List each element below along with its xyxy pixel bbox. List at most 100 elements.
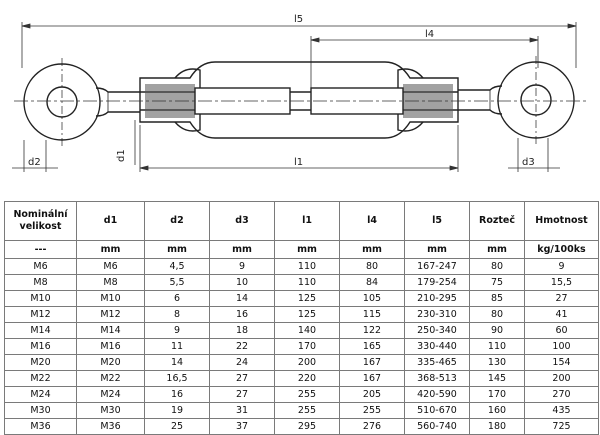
table-cell: 115 [339,306,405,323]
left-eye [23,58,140,146]
table-cell: 210-295 [404,290,470,307]
table-cell: 335-465 [404,354,470,371]
table-cell: 27 [524,290,599,307]
table-cell: M36 [76,418,145,435]
table-cell: M6 [76,258,145,275]
table-cell: 122 [339,322,405,339]
header-cell: l1 [274,201,340,241]
header-cell: d3 [209,201,275,241]
unit-cell: mm [339,240,405,259]
table-cell: 37 [209,418,275,435]
table-cell: 180 [469,418,525,435]
table-cell: 9 [524,258,599,275]
unit-cell: mm [404,240,470,259]
table-cell: M24 [4,386,77,403]
table-cell: 200 [524,370,599,387]
table-cell: 19 [144,402,210,419]
header-cell: l5 [404,201,470,241]
table-cell: 27 [209,370,275,387]
table-cell: M22 [4,370,77,387]
table-cell: 75 [469,274,525,291]
l1-label: l1 [294,157,303,168]
table-cell: M24 [76,386,145,403]
table-cell: 435 [524,402,599,419]
right-eye [458,56,575,144]
table-cell: M14 [4,322,77,339]
table-cell: 167 [339,370,405,387]
table-cell: 100 [524,338,599,355]
l4-dimension [310,36,539,92]
table-cell: 200 [274,354,340,371]
unit-cell: --- [4,240,77,259]
l1-dimension [139,125,459,172]
table-cell: 11 [144,338,210,355]
table-cell: 4,5 [144,258,210,275]
table-cell: 27 [209,386,275,403]
header-cell: Nominální velikost [4,201,77,241]
table-header-row: Nominální velikost d1 d2 d3 l1 l4 l5 Roz… [4,201,599,241]
table-cell: 80 [339,258,405,275]
l5-dimension [21,22,577,68]
table-cell: 5,5 [144,274,210,291]
table-cell: 84 [339,274,405,291]
table-cell: 16 [209,306,275,323]
table-cell: 295 [274,418,340,435]
table-cell: M8 [4,274,77,291]
table-cell: 8 [144,306,210,323]
header-cell: d1 [76,201,145,241]
l5-label: l5 [294,14,303,25]
table-cell: M6 [4,258,77,275]
table-cell: 154 [524,354,599,371]
turnbuckle-technical-drawing: l5 l4 [12,14,586,172]
table-cell: 10 [209,274,275,291]
table-cell: 170 [469,386,525,403]
table-cell: 167 [339,354,405,371]
table-cell: M12 [4,306,77,323]
table-cell: 205 [339,386,405,403]
table-cell: M14 [76,322,145,339]
table-cell: 6 [144,290,210,307]
table-cell: 140 [274,322,340,339]
table-cell: 110 [469,338,525,355]
d1-label: d1 [116,149,127,162]
table-cell: 560-740 [404,418,470,435]
table-cell: 105 [339,290,405,307]
specification-table: Nominální velikost d1 d2 d3 l1 l4 l5 Roz… [4,201,599,435]
header-cell: Hmotnost [524,201,599,241]
table-cell: 330-440 [404,338,470,355]
table-cell: M36 [4,418,77,435]
unit-cell: mm [274,240,340,259]
table-cell: 22 [209,338,275,355]
table-cell: 80 [469,306,525,323]
table-cell: 170 [274,338,340,355]
table-cell: M20 [76,354,145,371]
table-cell: 230-310 [404,306,470,323]
unit-cell: mm [209,240,275,259]
table-cell: 15,5 [524,274,599,291]
table-cell: 41 [524,306,599,323]
table-cell: 16 [144,386,210,403]
table-cell: 18 [209,322,275,339]
table-cell: 85 [469,290,525,307]
table-cell: 276 [339,418,405,435]
unit-cell: kg/100ks [524,240,599,259]
table-cell: 16,5 [144,370,210,387]
table-cell: 14 [144,354,210,371]
table-cell: 368-513 [404,370,470,387]
table-cell: 165 [339,338,405,355]
unit-cell: mm [76,240,145,259]
table-cell: 255 [274,386,340,403]
table-cell: 250-340 [404,322,470,339]
unit-cell: mm [144,240,210,259]
table-cell: 145 [469,370,525,387]
l4-label: l4 [425,29,434,40]
